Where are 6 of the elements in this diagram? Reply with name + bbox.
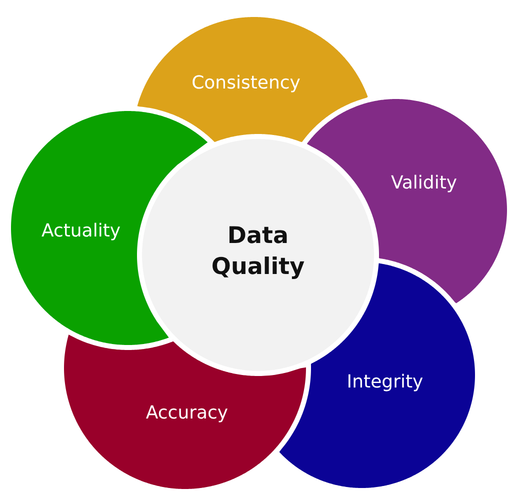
petal-label: Consistency: [192, 72, 300, 94]
petal-label: Validity: [390, 172, 458, 194]
petal-label: Integrity: [346, 372, 424, 392]
petal-label: Accuracy: [146, 402, 228, 424]
center-label: Data Quality: [210, 222, 306, 282]
petal-label: Actuality: [41, 220, 121, 242]
